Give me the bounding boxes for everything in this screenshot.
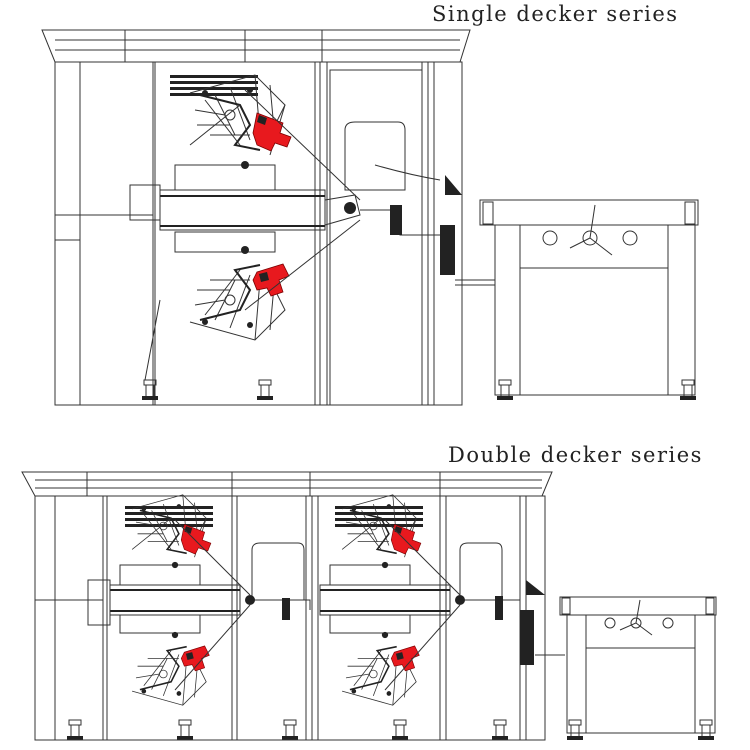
side-table-single <box>455 199 699 401</box>
single-decker-caption: Single decker series <box>432 2 679 26</box>
side-table-double <box>559 596 717 741</box>
double-decker-caption: Double decker series <box>448 443 703 467</box>
single-decker-drawing <box>41 29 699 406</box>
double-decker-drawing <box>21 471 717 741</box>
